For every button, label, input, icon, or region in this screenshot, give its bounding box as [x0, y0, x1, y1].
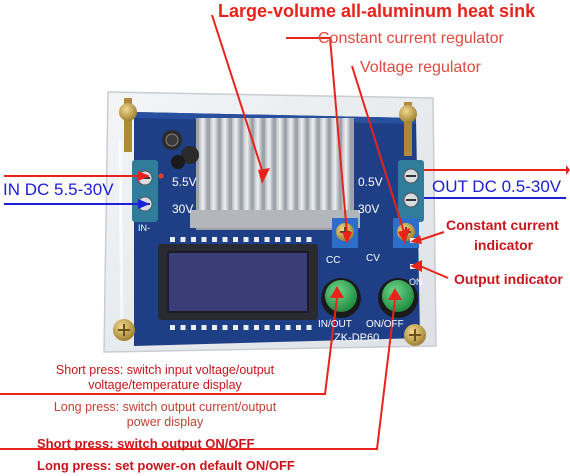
silk-out-voltage-max: 30V	[358, 202, 380, 216]
header-pin	[170, 325, 175, 330]
in-out-short-press-line1: Short press: switch input voltage/output	[55, 363, 275, 377]
header-pin	[285, 237, 291, 242]
silk-button-right: ON/OFF	[366, 319, 404, 330]
in-out-short-press-note: Short press: switch input voltage/output…	[20, 363, 310, 393]
output-terminal	[398, 160, 424, 222]
header-pin	[285, 325, 291, 330]
header-pin	[254, 325, 259, 330]
header-pin	[296, 325, 301, 330]
silk-cv: CV	[366, 253, 380, 264]
heatsink-fin	[221, 118, 229, 214]
heatsink	[190, 118, 360, 230]
header-pin	[180, 325, 186, 330]
silk-on: ON	[409, 277, 423, 287]
cc-indicator-label-line2: indicator	[474, 237, 534, 253]
heatsink-fin	[342, 118, 350, 214]
header-pin	[201, 325, 207, 330]
heatsink-fin	[210, 118, 218, 214]
in-out-short-press-line2: voltage/temperature display	[88, 378, 242, 392]
heatsink-fin	[254, 118, 262, 214]
in-dc-label: IN DC 5.5-30V	[3, 180, 114, 199]
header-pin	[212, 237, 217, 242]
on-off-long-press-note: Long press: set power-on default ON/OFF	[37, 458, 295, 473]
heatsink-fin	[232, 118, 240, 214]
voltage-regulator-label: Voltage regulator	[360, 59, 481, 76]
header-pin	[243, 237, 249, 242]
header-pin	[191, 237, 196, 242]
callout-lines	[0, 14, 566, 450]
heatsink-fin	[265, 118, 273, 214]
heatsink-fin	[287, 118, 295, 214]
header-pin	[264, 237, 270, 242]
on-off-short-press-note: Short press: switch output ON/OFF	[37, 436, 255, 451]
heatsink-fin	[320, 118, 328, 214]
heatsink-fin	[243, 118, 251, 214]
header-pin	[222, 237, 228, 242]
header-pin	[275, 237, 280, 242]
header-pin	[233, 325, 238, 330]
header-pin	[180, 237, 186, 242]
heatsink-fin	[309, 118, 317, 214]
heatsink-fin	[331, 118, 339, 214]
header-pin	[191, 325, 196, 330]
header-pin	[254, 237, 259, 242]
heatsink-fin	[298, 118, 306, 214]
header-pin	[201, 237, 207, 242]
silk-in-label: IN-	[138, 223, 150, 233]
header-pin	[222, 325, 228, 330]
header-pin	[212, 325, 217, 330]
header-pin	[243, 325, 249, 330]
in-out-long-press-line2: power display	[126, 415, 204, 429]
silk-in-voltage: 5.5V	[172, 175, 197, 189]
output-indicator-label: Output indicator	[454, 271, 563, 287]
header-pin	[306, 237, 312, 242]
heat-sink-label: Large-volume all-aluminum heat sink	[218, 1, 536, 21]
silk-button-left: IN/OUT	[318, 319, 352, 330]
in-out-long-press-line1: Long press: switch output current/output	[53, 400, 277, 414]
header-pin	[170, 237, 175, 242]
cc-regulator-label: Constant current regulator	[318, 30, 504, 47]
in-out-long-press-note: Long press: switch output current/output…	[20, 400, 310, 430]
header-pin	[296, 237, 301, 242]
standoff-screws	[113, 98, 426, 346]
header-pin	[264, 325, 270, 330]
header-pin	[306, 325, 312, 330]
lcd-display	[158, 244, 318, 320]
power-arrows	[4, 197, 566, 205]
header-pin	[233, 237, 238, 242]
cc-indicator-label-line1: Constant current	[446, 217, 559, 233]
silk-out-voltage: 0.5V	[358, 175, 383, 189]
silk-in-voltage-max: 30V	[172, 202, 194, 216]
header-pin	[275, 325, 280, 330]
silk-cc: CC	[326, 255, 341, 266]
silk-board-model: ZK-DP60	[334, 332, 380, 344]
out-dc-label: OUT DC 0.5-30V	[432, 177, 562, 196]
heatsink-fin	[276, 118, 284, 214]
heatsink-fin	[199, 118, 207, 214]
